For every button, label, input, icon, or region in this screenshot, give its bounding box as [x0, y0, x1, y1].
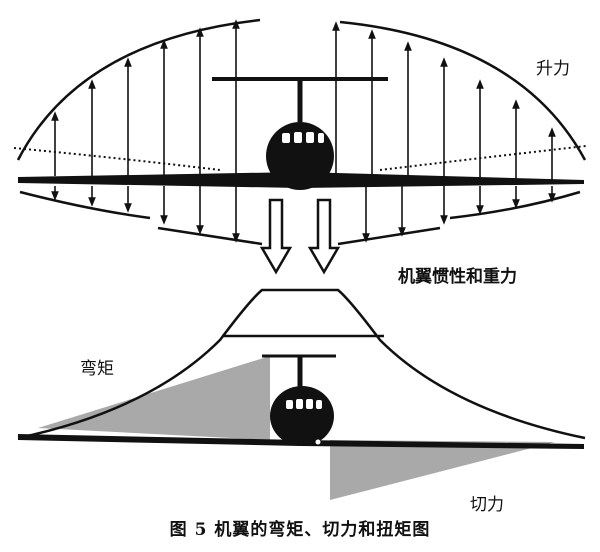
- lift-distribution: [16, 18, 587, 161]
- lift-envelope-left: [16, 18, 261, 161]
- lift-label: 升力: [536, 59, 570, 79]
- inertia-envelope-left-outer: [19, 190, 151, 220]
- shear-force-label: 切力: [470, 495, 504, 515]
- fuselage-bottom: [270, 386, 334, 446]
- bending-shear-diagram: [17, 288, 586, 500]
- lift-arrows: [51, 19, 556, 180]
- inertia-envelope-left-inner: [157, 226, 263, 246]
- dotted-deflection-left: [13, 147, 221, 171]
- cockpit-windows-bottom: [286, 399, 322, 409]
- bending-moment-curve: [17, 288, 586, 440]
- shear-zero-point: [315, 439, 321, 445]
- resultant-weight-arrows: [259, 198, 341, 275]
- dotted-deflection-right: [379, 145, 587, 171]
- figure-caption: 图 5 机翼的弯矩、切力和扭矩图: [169, 520, 431, 540]
- down-arrow-left: [259, 198, 293, 275]
- bending-moment-label: 弯矩: [80, 359, 114, 379]
- inertia-gravity-envelope: [19, 190, 581, 246]
- down-arrow-right: [307, 198, 341, 275]
- inertia-gravity-label: 机翼惯性和重力: [398, 267, 517, 287]
- inertia-envelope-right-inner: [337, 226, 441, 246]
- cockpit-windows-top: [282, 132, 324, 143]
- inertia-arrows: [51, 186, 556, 243]
- shear-shaded-right: [330, 440, 555, 500]
- lift-envelope-right: [339, 20, 587, 161]
- shear-shaded-left: [38, 356, 270, 440]
- inertia-envelope-right-outer: [449, 190, 581, 220]
- aircraft-top: [13, 77, 587, 190]
